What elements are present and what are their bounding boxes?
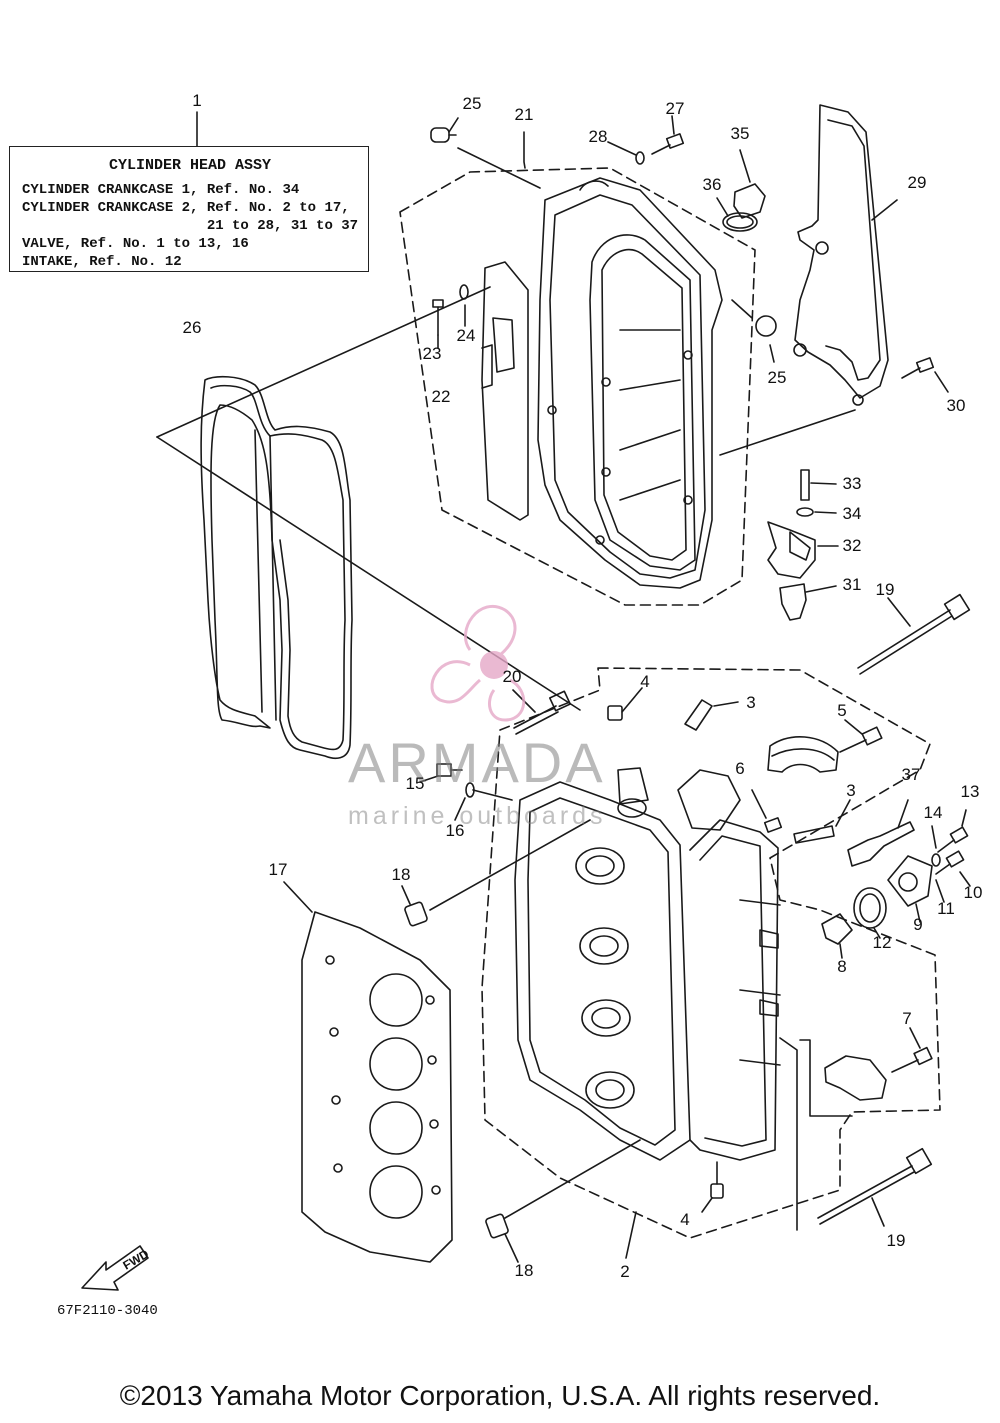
callout: 1 bbox=[192, 91, 202, 110]
pin-6 bbox=[751, 789, 783, 833]
side-cover bbox=[793, 104, 898, 406]
fwd-arrow-icon bbox=[81, 1245, 149, 1291]
diagram-code: 67F2110-3040 bbox=[57, 1303, 158, 1319]
cam-bearing-cap bbox=[767, 719, 883, 773]
callout: 16 bbox=[445, 821, 465, 840]
callout: 23 bbox=[422, 344, 442, 363]
callout: 20 bbox=[502, 667, 522, 686]
bearing-cap-lower bbox=[824, 1027, 933, 1101]
callout: 4 bbox=[680, 1210, 690, 1229]
leader-line bbox=[779, 1037, 798, 1231]
callout: 12 bbox=[872, 933, 892, 952]
callout: 28 bbox=[588, 127, 608, 146]
callout: 17 bbox=[268, 860, 288, 879]
alignment-line bbox=[719, 409, 856, 456]
callout: 25 bbox=[767, 368, 787, 387]
dowel-18-upper bbox=[401, 819, 591, 927]
dowel-pin-upper bbox=[684, 699, 739, 731]
thermostat-12 bbox=[853, 887, 887, 939]
callout: 26 bbox=[182, 318, 202, 337]
bolt-20 bbox=[512, 689, 572, 735]
plug-4-bottom bbox=[701, 1161, 724, 1213]
alignment-line bbox=[156, 436, 581, 711]
callout: 8 bbox=[837, 957, 847, 976]
callout: 13 bbox=[960, 782, 980, 801]
callout: 9 bbox=[913, 915, 923, 934]
legend-line: VALVE, Ref. No. 1 to 13, 16 bbox=[22, 236, 249, 252]
legend-line: INTAKE, Ref. No. 12 bbox=[22, 254, 182, 270]
valve-cover-gasket-outline bbox=[200, 375, 353, 760]
leader-line bbox=[799, 1039, 853, 1117]
callout: 2 bbox=[620, 1262, 630, 1281]
callout: 21 bbox=[514, 105, 534, 124]
callout: 5 bbox=[837, 701, 847, 720]
callout: 19 bbox=[875, 580, 895, 599]
callout: 6 bbox=[735, 759, 745, 778]
callout: 7 bbox=[902, 1009, 912, 1028]
legend-line: CYLINDER CRANKCASE 1, Ref. No. 34 bbox=[22, 182, 300, 198]
alignment-line bbox=[156, 286, 491, 438]
valve-cover-dashed-group bbox=[399, 167, 756, 606]
callout: 22 bbox=[431, 387, 451, 406]
callout: 27 bbox=[665, 99, 685, 118]
cylinder-head-body bbox=[514, 767, 781, 1161]
leader-line bbox=[523, 131, 526, 169]
dowel-pin-right bbox=[793, 799, 851, 844]
callout: 29 bbox=[907, 173, 927, 192]
fwd-label: FWD bbox=[121, 1247, 152, 1273]
fitting-31 bbox=[779, 583, 837, 621]
long-bolt-upper bbox=[857, 593, 971, 675]
cover-bolt-30 bbox=[901, 357, 949, 393]
leader-line bbox=[457, 147, 541, 189]
plug-4-top bbox=[607, 687, 643, 721]
callout: 14 bbox=[923, 803, 943, 822]
callout: 32 bbox=[842, 536, 862, 555]
legend-line: 21 to 28, 31 to 37 bbox=[22, 218, 359, 234]
callout: 24 bbox=[456, 326, 476, 345]
head-gasket bbox=[283, 881, 453, 1263]
callout: 30 bbox=[946, 396, 966, 415]
bolt-15 bbox=[419, 763, 513, 821]
breather-bolt bbox=[432, 284, 469, 349]
callout: 33 bbox=[842, 474, 862, 493]
watermark-brand: ARMADA bbox=[348, 731, 606, 794]
copyright-notice: ©2013 Yamaha Motor Corporation, U.S.A. A… bbox=[119, 1380, 881, 1411]
callout: 3 bbox=[846, 781, 856, 800]
legend-title: CYLINDER HEAD ASSY bbox=[108, 157, 272, 174]
dowel-18-lower bbox=[485, 1139, 641, 1263]
callout: 3 bbox=[746, 693, 756, 712]
grommet-top bbox=[430, 117, 459, 143]
legend-box: CYLINDER HEAD ASSY CYLINDER CRANKCASE 1,… bbox=[9, 146, 369, 272]
callout: 36 bbox=[702, 175, 722, 194]
callout: 25 bbox=[462, 94, 482, 113]
sensor-assembly bbox=[767, 469, 839, 579]
callout: 18 bbox=[391, 865, 411, 884]
bolt-27 bbox=[607, 115, 685, 165]
callout: 18 bbox=[514, 1261, 534, 1280]
callout: 4 bbox=[640, 672, 650, 691]
callout: 31 bbox=[842, 575, 862, 594]
breather-plate bbox=[481, 261, 529, 521]
callout: 37 bbox=[901, 765, 921, 784]
watermark-tagline: marine outboards bbox=[348, 802, 607, 830]
callout: 35 bbox=[730, 124, 750, 143]
bolt-13-14 bbox=[931, 809, 971, 903]
thermostat-cover bbox=[887, 855, 933, 923]
spark-plug bbox=[847, 799, 915, 867]
valve-cover-body bbox=[537, 177, 723, 589]
callout: 15 bbox=[405, 774, 425, 793]
long-bolt-lower bbox=[817, 1147, 933, 1227]
callout: 10 bbox=[963, 883, 983, 902]
callout: 11 bbox=[937, 899, 955, 918]
callout: 19 bbox=[886, 1231, 906, 1250]
grommet-right bbox=[731, 299, 777, 363]
oil-filler-cap bbox=[716, 149, 766, 232]
leader-line bbox=[625, 1211, 637, 1259]
plug-8 bbox=[821, 913, 853, 959]
watermark-logo-icon bbox=[430, 604, 526, 722]
callout: 34 bbox=[842, 504, 862, 523]
legend-line: CYLINDER CRANKCASE 2, Ref. No. 2 to 17, bbox=[22, 200, 350, 216]
